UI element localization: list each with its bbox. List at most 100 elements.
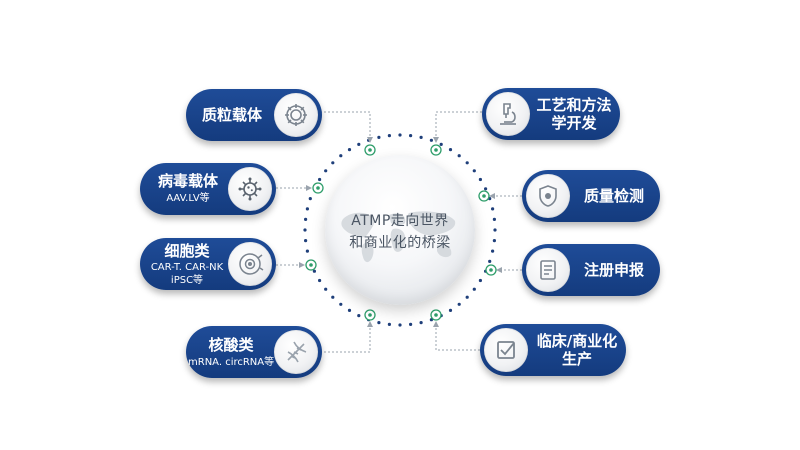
ring-dot <box>478 278 482 283</box>
ring-dot <box>457 302 461 306</box>
ring-dot <box>324 287 328 291</box>
node-clinical-commercial-production[interactable]: 临床/商业化 生产 <box>480 324 626 376</box>
connector-process <box>433 111 482 143</box>
dna-icon <box>274 330 318 374</box>
node-title: 注册申报 <box>583 261 644 279</box>
ring-dot <box>493 228 497 232</box>
ring-dot <box>305 207 309 211</box>
junction-node-center <box>316 186 320 190</box>
ring-dot <box>465 161 469 165</box>
ring-dot <box>303 228 307 232</box>
node-quality-testing[interactable]: 质量检测 <box>522 170 660 222</box>
ring-dot <box>304 239 308 243</box>
ring-dot <box>491 207 495 211</box>
ring-dot <box>357 142 361 146</box>
node-title-2: 生产 <box>561 350 592 368</box>
ring-dot <box>377 135 381 139</box>
node-plasmid-vector[interactable]: 质粒载体 <box>186 89 322 141</box>
ring-dot <box>419 321 423 325</box>
node-cell-therapy[interactable]: 细胞类 CAR-T. CAR-NK iPSC等 <box>140 238 276 290</box>
shield-icon <box>526 174 570 218</box>
ring-dot <box>439 142 443 146</box>
node-subtitle: AAV.LV等 <box>166 193 210 204</box>
connector-commercial <box>433 321 480 351</box>
world-map-icon <box>341 211 456 263</box>
node-viral-vector[interactable]: 病毒载体 AAV.LV等 <box>140 163 276 215</box>
ring-dot <box>398 133 402 137</box>
ring-dot <box>347 148 352 152</box>
ring-dot <box>448 308 453 312</box>
junction-nodes <box>305 144 497 321</box>
ring-dot <box>318 177 322 182</box>
node-process-development[interactable]: 工艺和方法 学开发 <box>482 88 620 140</box>
ring-dot <box>409 134 413 138</box>
hub-line-1: ATMP走向世界 <box>351 213 449 229</box>
junction-node-center <box>482 194 486 198</box>
ring-dot <box>331 295 335 299</box>
ring-dot <box>308 197 312 201</box>
connector-nucleic <box>320 321 373 353</box>
central-hub: ATMP走向世界 和商业化的桥梁 <box>325 155 475 305</box>
ring-dot <box>457 154 461 158</box>
ring-dot <box>472 287 476 291</box>
ring-dot <box>488 259 492 263</box>
junction-node-center <box>434 313 438 317</box>
node-title: 细胞类 <box>164 242 210 260</box>
ring-dot <box>419 135 423 139</box>
ring-dot <box>409 322 413 326</box>
ring-dot <box>331 161 335 165</box>
ring-dot <box>478 177 482 182</box>
ring-dot <box>312 269 316 273</box>
ring-dot <box>304 217 308 221</box>
ring-dot <box>491 249 495 253</box>
ring-dot <box>484 187 488 191</box>
node-title: 质量检测 <box>583 187 644 205</box>
ring-dot <box>465 295 469 299</box>
virus-icon <box>228 167 272 211</box>
node-title: 病毒载体 <box>157 172 218 190</box>
ring-dot <box>472 169 476 173</box>
ring-dot <box>387 134 391 138</box>
ring-dot <box>448 148 453 152</box>
ring-dot <box>398 323 402 327</box>
node-registration[interactable]: 注册申报 <box>522 244 660 296</box>
ring-dot <box>387 322 391 326</box>
document-icon <box>526 248 570 292</box>
junction-node-center <box>309 263 313 267</box>
hub-line-2: 和商业化的桥梁 <box>349 235 451 251</box>
node-title-2: 学开发 <box>551 114 597 132</box>
cell-icon <box>228 242 272 286</box>
junction-node-center <box>489 268 493 272</box>
junction-node-center <box>368 313 372 317</box>
checkbox-icon <box>484 328 528 372</box>
node-subtitle-2: iPSC等 <box>170 275 204 286</box>
junction-node-center <box>368 148 372 152</box>
ring-dot <box>492 239 496 243</box>
ring-dot <box>324 169 328 173</box>
connector-plasmid <box>320 111 373 143</box>
node-title: 临床/商业化 <box>536 332 618 350</box>
ring-dot <box>347 308 352 312</box>
node-subtitle: mRNA. circRNA等 <box>188 357 275 368</box>
hub-caption: ATMP走向世界 和商业化的桥梁 <box>325 210 475 254</box>
ring-dot <box>339 154 343 158</box>
connector-lines <box>276 111 522 353</box>
node-subtitle: CAR-T. CAR-NK <box>150 262 224 273</box>
ring-dot <box>305 249 309 253</box>
node-nucleic-acid[interactable]: 核酸类 mRNA. circRNA等 <box>186 326 322 378</box>
ring-dot <box>429 138 433 142</box>
ring-dot <box>318 278 322 283</box>
node-title: 质粒载体 <box>201 106 262 124</box>
ring-dot <box>357 314 361 318</box>
microscope-icon <box>486 92 530 136</box>
ring-dot <box>339 302 343 306</box>
node-title: 工艺和方法 <box>536 96 612 114</box>
gear-icon <box>274 93 318 137</box>
dotted-ring <box>303 133 497 327</box>
junction-node-center <box>434 148 438 152</box>
ring-dot <box>377 321 381 325</box>
node-title: 核酸类 <box>208 336 254 354</box>
ring-dot <box>492 217 496 221</box>
